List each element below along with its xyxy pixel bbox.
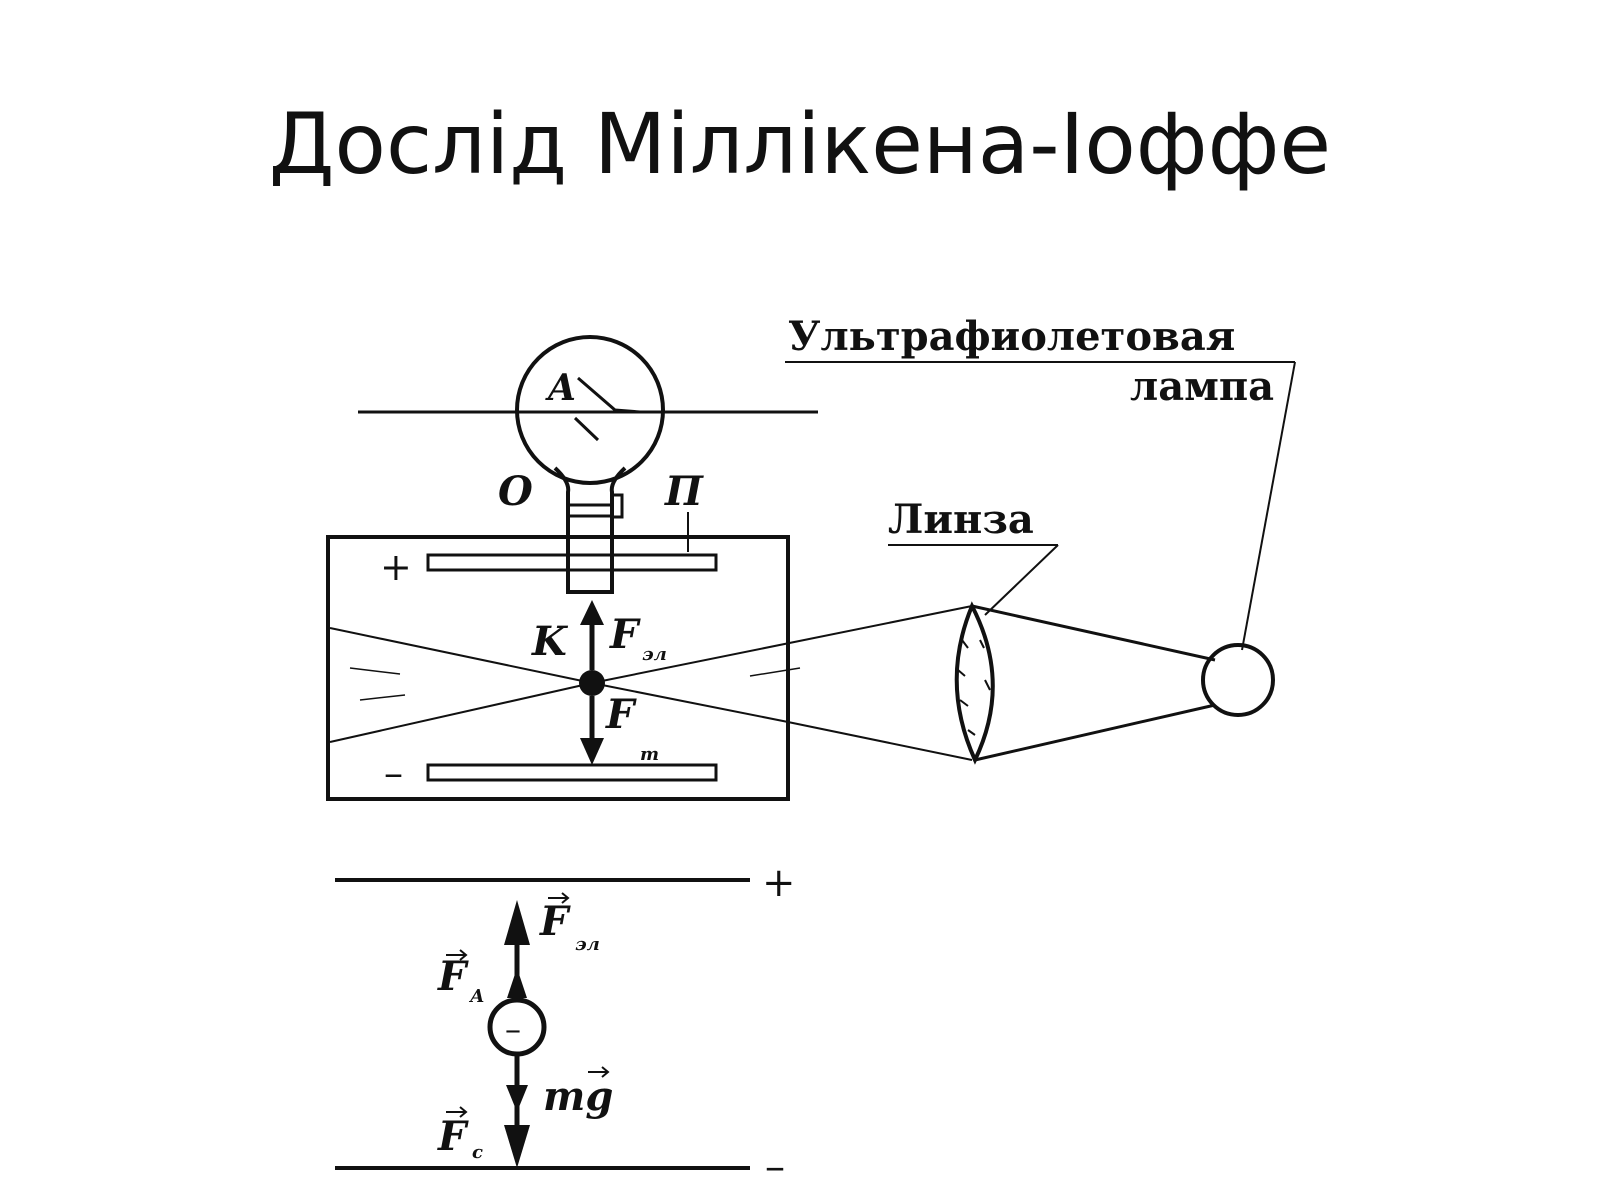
label-P: П (664, 468, 704, 515)
force-el-vector-bar (548, 892, 570, 904)
droplet-charge-sign: – (505, 1010, 521, 1048)
lamp-ray-top (971, 604, 1216, 662)
force-c-label: F (437, 1113, 469, 1160)
lamp-leader (1241, 361, 1296, 651)
force-down-arrowhead (580, 738, 604, 765)
label-O: O (498, 468, 533, 515)
force-A-vector-bar (446, 949, 468, 961)
lamp-label-line2: лампа (1130, 363, 1274, 410)
bottom-diagram-minus: – (765, 1144, 785, 1190)
force-t-sub: т (640, 744, 659, 765)
force-c-arrowhead (504, 1125, 530, 1168)
lens-leader (984, 544, 1059, 616)
force-A-label-sub: А (468, 986, 485, 1007)
force-t-symbol: F (605, 691, 637, 738)
electrometer-label: A (545, 367, 576, 409)
electrometer-dial (515, 335, 665, 485)
force-el-symbol: F (609, 611, 641, 658)
force-el-label-sub: эл (575, 934, 600, 955)
apparatus-top: A O П + – K F эл F т (326, 313, 1296, 801)
lamp-label-line1: Ультрафиолетовая (788, 313, 1235, 360)
electrometer-needle (573, 376, 641, 442)
gravity-label: mg (543, 1073, 613, 1120)
force-c-vector-bar (446, 1106, 468, 1118)
force-el-sub: эл (642, 644, 667, 665)
force-diagram-bottom: + – – F эл F А mg F с (335, 860, 796, 1190)
uv-lamp (1201, 643, 1275, 717)
gravity-arrowhead (506, 1085, 528, 1112)
top-plate (426, 553, 718, 572)
force-A-label: F (437, 953, 469, 1000)
lens-label: Линза (888, 496, 1034, 543)
lens-hatching (957, 639, 991, 736)
top-plate-sign: + (380, 545, 412, 589)
bottom-plate (426, 763, 718, 782)
gravity-vector-bar (588, 1066, 610, 1078)
bottom-plate-sign: – (384, 751, 403, 795)
force-el-arrowhead (504, 900, 530, 945)
label-K: K (531, 618, 569, 665)
force-c-label-sub: с (472, 1142, 483, 1163)
electrometer-stem (553, 466, 627, 594)
droplet-top (579, 670, 605, 696)
light-beam-right (591, 605, 973, 761)
lamp-ray-bottom (974, 703, 1216, 762)
beam-hatching (349, 667, 801, 701)
bottom-diagram-plus: + (762, 860, 796, 906)
slide-title: Дослід Міллікена-Іоффе (268, 95, 1332, 193)
stem-plug (610, 493, 624, 519)
chamber-box (326, 535, 790, 801)
force-A-arrowhead (507, 968, 527, 998)
force-up-arrowhead (580, 600, 604, 625)
force-el-label: F (539, 898, 571, 945)
